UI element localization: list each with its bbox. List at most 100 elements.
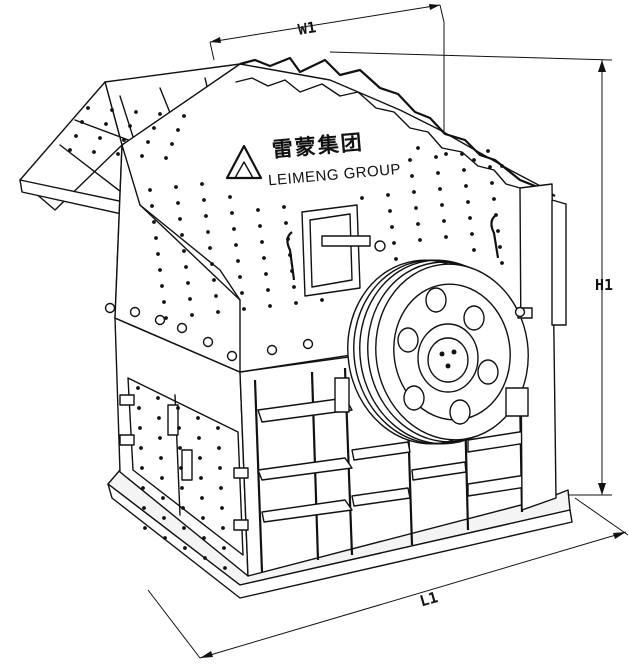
rivet-dot — [262, 256, 266, 260]
rivet-dot — [206, 230, 210, 234]
rivet-dot — [386, 193, 390, 197]
rivet-dot — [294, 301, 298, 305]
rivet-dot — [161, 496, 165, 500]
rivet-dot — [256, 208, 260, 212]
rivet-dot — [442, 219, 446, 223]
rivet-dot — [160, 284, 164, 288]
rivet-dot — [486, 149, 490, 153]
rivet-dot — [138, 426, 142, 430]
rivet-dot — [472, 248, 476, 252]
rivet-dot — [110, 108, 114, 112]
rivet-dot — [218, 466, 222, 470]
rivet-dot — [152, 220, 156, 224]
rivet-dot — [190, 313, 194, 317]
rivet-dot — [174, 185, 178, 189]
rivet-dot — [282, 205, 286, 209]
clamp-handles — [119, 394, 249, 531]
rivet-dot — [412, 190, 416, 194]
rivet-dot — [498, 245, 502, 249]
rivet-dot — [392, 241, 396, 245]
rivet-dot — [198, 456, 202, 460]
rivet-dot — [496, 229, 500, 233]
rivet-dot — [204, 214, 208, 218]
rivet-dot — [196, 416, 200, 420]
rivet-dot — [141, 486, 145, 490]
rivet-dot — [158, 112, 162, 116]
rivet-dot — [176, 128, 180, 132]
rivet-dot — [197, 436, 201, 440]
rivet-dot — [494, 213, 498, 217]
rivet-dot — [140, 154, 144, 158]
frame-bolts — [104, 302, 526, 362]
rivet-dot — [418, 238, 422, 242]
rivet-dot — [134, 110, 138, 114]
rivet-dot — [444, 152, 448, 156]
rivet-dot — [188, 297, 192, 301]
rivet-dot — [500, 164, 504, 168]
rivet-dot — [416, 222, 420, 226]
rivet-dot — [232, 227, 236, 231]
rivet-dot — [210, 262, 214, 266]
rivet-dot — [158, 436, 162, 440]
rivet-dot — [177, 426, 181, 430]
rivet-dot — [286, 237, 290, 241]
rivet-dot — [216, 310, 220, 314]
rivet-dot — [176, 406, 180, 410]
rivet-dot — [179, 466, 183, 470]
w1-label: W1 — [297, 18, 318, 39]
rivet-dot — [466, 200, 470, 204]
rivet-dot — [180, 233, 184, 237]
rivet-dot — [440, 203, 444, 207]
rivet-dot — [264, 272, 268, 276]
rivet-dot — [159, 456, 163, 460]
rivet-dot — [201, 516, 205, 520]
rivet-dot — [230, 211, 234, 215]
rivet-dot — [162, 300, 166, 304]
rivet-dot — [86, 106, 90, 110]
rivet-dot — [146, 140, 150, 144]
rivet-dot — [154, 236, 158, 240]
rivet-dot — [200, 182, 204, 186]
inspection-door — [301, 204, 386, 297]
rivet-dot — [472, 158, 476, 162]
rivet-dot — [490, 181, 494, 185]
rivet-dot — [292, 285, 296, 289]
rivet-dot — [180, 486, 184, 490]
rivet-dot — [464, 184, 468, 188]
rivet-dot — [438, 187, 442, 191]
rivet-dot — [214, 294, 218, 298]
rivet-dot — [470, 232, 474, 236]
rivet-dot — [236, 259, 240, 263]
rivet-dot — [184, 265, 188, 269]
rivet-dot — [104, 122, 108, 126]
rivet-dot — [228, 195, 232, 199]
rivet-dot — [92, 150, 96, 154]
rivet-dot — [158, 268, 162, 272]
rivet-dot — [268, 304, 272, 308]
rivet-dot — [164, 156, 168, 160]
rivet-dot — [183, 546, 187, 550]
rivet-dot — [156, 252, 160, 256]
rivet-dot — [212, 278, 216, 282]
rivet-dot — [202, 198, 206, 202]
rivet-dot — [492, 197, 496, 201]
rivet-dot — [156, 396, 160, 400]
rivet-dot — [181, 506, 185, 510]
rivet-dot — [164, 316, 168, 320]
rivet-dot — [170, 142, 174, 146]
rivet-dot — [162, 516, 166, 520]
rivet-dot — [143, 526, 147, 530]
rivet-dot — [410, 174, 414, 178]
rivet-dot — [182, 114, 186, 118]
rivet-dot — [320, 298, 324, 302]
rivet-dot — [434, 155, 438, 159]
rivet-dot — [128, 124, 132, 128]
rivet-dot — [216, 426, 220, 430]
rivet-dot — [390, 225, 394, 229]
rivet-dot — [182, 526, 186, 530]
rivet-dot — [182, 249, 186, 253]
rivet-dot — [444, 235, 448, 239]
rivet-dot — [360, 196, 364, 200]
rivet-dot — [221, 526, 225, 530]
